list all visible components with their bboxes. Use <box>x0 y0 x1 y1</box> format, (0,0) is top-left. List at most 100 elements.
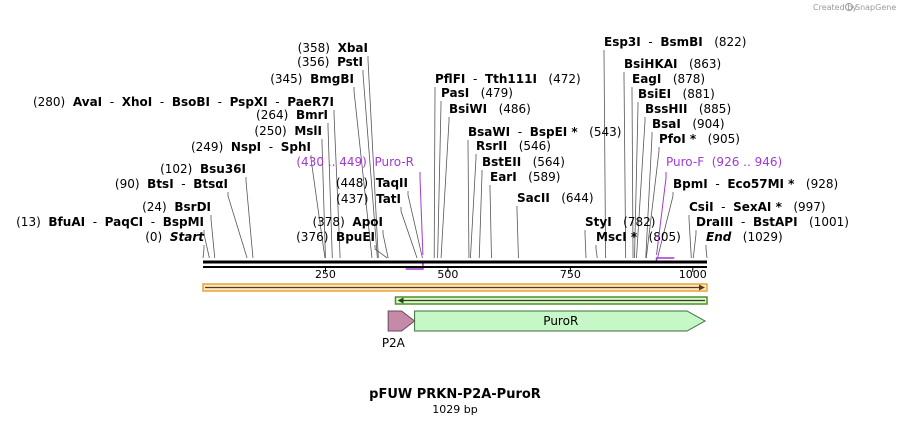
site-label-bsiwi[interactable]: BsiWI (486) <box>449 102 531 116</box>
site-position: (250) <box>254 124 286 138</box>
separator <box>329 55 337 69</box>
site-position: (0) <box>145 230 162 244</box>
separator: - <box>261 140 281 154</box>
primer-arrow <box>405 262 424 270</box>
site-label-bpmi[interactable]: BpmI - Eco57MI * (928) <box>673 177 838 191</box>
feature-puror[interactable]: PuroR <box>414 310 707 332</box>
enzyme-name: BtsI <box>147 177 174 191</box>
separator <box>41 215 49 229</box>
enzyme-name: TaqII <box>376 176 408 190</box>
site-label-bsihkai[interactable]: BsiHKAI (863) <box>624 57 721 71</box>
credit-brand: SnapGene <box>855 3 896 12</box>
site-text: BsaWI - BspEI * (543) <box>468 125 621 139</box>
separator <box>288 108 296 122</box>
site-label-msci[interactable]: MscI * (805) <box>596 230 681 244</box>
site-position: (486) <box>499 102 531 116</box>
site-label-pfoi[interactable]: PfoI * (905) <box>659 132 740 146</box>
separator <box>798 215 809 229</box>
separator <box>223 140 231 154</box>
site-label-rsrii[interactable]: RsrII (546) <box>476 139 551 153</box>
site-position: (881) <box>683 87 715 101</box>
site-label-nspi[interactable]: (249) NspI - SphI <box>191 140 311 154</box>
site-label-bsrdi[interactable]: (24) BsrDI <box>142 200 211 214</box>
site-label-bfuai[interactable]: (13) BfuAI - PaqCI - BspMI <box>16 215 204 229</box>
site-label-bsu36i[interactable]: (102) Bsu36I <box>160 162 246 176</box>
separator <box>704 155 712 169</box>
site-label-avai[interactable]: (280) AvaI - XhoI - BsoBI - PspXI - PaeR… <box>33 95 334 109</box>
site-leader-line <box>333 110 341 259</box>
site-label-xbai[interactable]: (358) XbaI <box>298 41 368 55</box>
plasmid-name: pFUW PRKN-P2A-PuroR <box>369 387 541 402</box>
separator <box>287 124 295 138</box>
feature-orf-reverse[interactable] <box>394 296 708 305</box>
site-position: (546) <box>519 139 551 153</box>
site-label-start[interactable]: (0) Start <box>145 230 205 244</box>
enzyme-name: Eco57MI * <box>727 177 795 191</box>
site-label-bpuei[interactable]: (376) BpuEI <box>296 230 375 244</box>
site-label-bsiei[interactable]: BsiEI (881) <box>638 87 715 101</box>
enzyme-name: SexAI * <box>733 200 782 214</box>
primer-leader <box>419 172 424 256</box>
site-label-btsi[interactable]: (90) BtsI - BtsαI <box>115 177 228 191</box>
site-label-pflfi[interactable]: PflFI - Tth111I (472) <box>435 72 581 86</box>
site-label-bmgbi[interactable]: (345) BmgBI <box>270 72 354 86</box>
site-label-sacii[interactable]: SacII (644) <box>517 191 594 205</box>
site-label-csii[interactable]: CsiI - SexAI * (997) <box>689 200 826 214</box>
primers: (430 .. 449) Puro-R Puro-F (926 .. 946) <box>296 155 783 270</box>
enzyme-name: XhoI <box>122 95 153 109</box>
separator: - <box>143 215 163 229</box>
site-label-eari[interactable]: EarI (589) <box>490 170 560 184</box>
site-label-taqii[interactable]: (448) TaqII <box>336 176 408 190</box>
site-text: (358) XbaI <box>298 41 368 55</box>
separator: - <box>465 72 485 86</box>
site-label-bsai[interactable]: BsaI (904) <box>652 117 725 131</box>
site-label-bsteii[interactable]: BstEII (564) <box>482 155 565 169</box>
enzyme-name: BmrI <box>296 108 328 122</box>
site-label-end[interactable]: End (1029) <box>706 230 783 244</box>
site-text: (90) BtsI - BtsαI <box>115 177 228 191</box>
separator <box>696 132 707 146</box>
site-position: (437) <box>336 192 368 206</box>
site-label-esp3i[interactable]: Esp3I - BsmBI (822) <box>604 35 746 49</box>
site-label-bsshii[interactable]: BssHII (885) <box>645 102 731 116</box>
separator <box>637 230 648 244</box>
enzyme-name: Esp3I <box>604 35 641 49</box>
site-label-apoi[interactable]: (378) ApoI <box>312 215 383 229</box>
separator <box>192 162 200 176</box>
site-position: (102) <box>160 162 192 176</box>
enzyme-name: BsiHKAI <box>624 57 678 71</box>
separator: - <box>708 177 728 191</box>
site-label-styi[interactable]: StyI (782) <box>585 215 655 229</box>
feature-orf-forward[interactable] <box>202 283 708 292</box>
site-text: BstEII (564) <box>482 155 565 169</box>
feature-p2a[interactable]: P2A <box>382 310 416 350</box>
separator: - <box>641 35 661 49</box>
site-label-tati[interactable]: (437) TatI <box>336 192 401 206</box>
site-label-eagi[interactable]: EagI (878) <box>632 72 705 86</box>
site-label-pasi[interactable]: PasI (479) <box>441 86 513 100</box>
site-text: (249) NspI - SphI <box>191 140 311 154</box>
site-position: (644) <box>561 191 593 205</box>
enzyme-name: BfuAI <box>48 215 85 229</box>
site-text: PasI (479) <box>441 86 513 100</box>
site-leader-line <box>440 117 450 259</box>
site-position: (472) <box>548 72 580 86</box>
site-label-bsawi[interactable]: BsaWI - BspEI * (543) <box>468 125 621 139</box>
site-position: (358) <box>298 41 330 55</box>
site-text: BssHII (885) <box>645 102 731 116</box>
separator <box>681 117 692 131</box>
enzyme-name: PasI <box>441 86 469 100</box>
enzyme-name: PstI <box>337 55 363 69</box>
site-label-psti[interactable]: (356) PstI <box>297 55 363 69</box>
primer-puro-r[interactable]: (430 .. 449) Puro-R <box>296 155 424 270</box>
site-label-draiii[interactable]: DraIII - BstAPI (1001) <box>696 215 849 229</box>
site-leader-line <box>433 87 436 259</box>
site-position: (345) <box>270 72 302 86</box>
site-label-msli[interactable]: (250) MslI <box>254 124 322 138</box>
separator <box>782 200 793 214</box>
site-label-bmri[interactable]: (264) BmrI <box>256 108 328 122</box>
enzyme-name: BstEII <box>482 155 521 169</box>
site-text: BsiWI (486) <box>449 102 531 116</box>
primer-puro-f[interactable]: Puro-F (926 .. 946) <box>655 155 783 262</box>
